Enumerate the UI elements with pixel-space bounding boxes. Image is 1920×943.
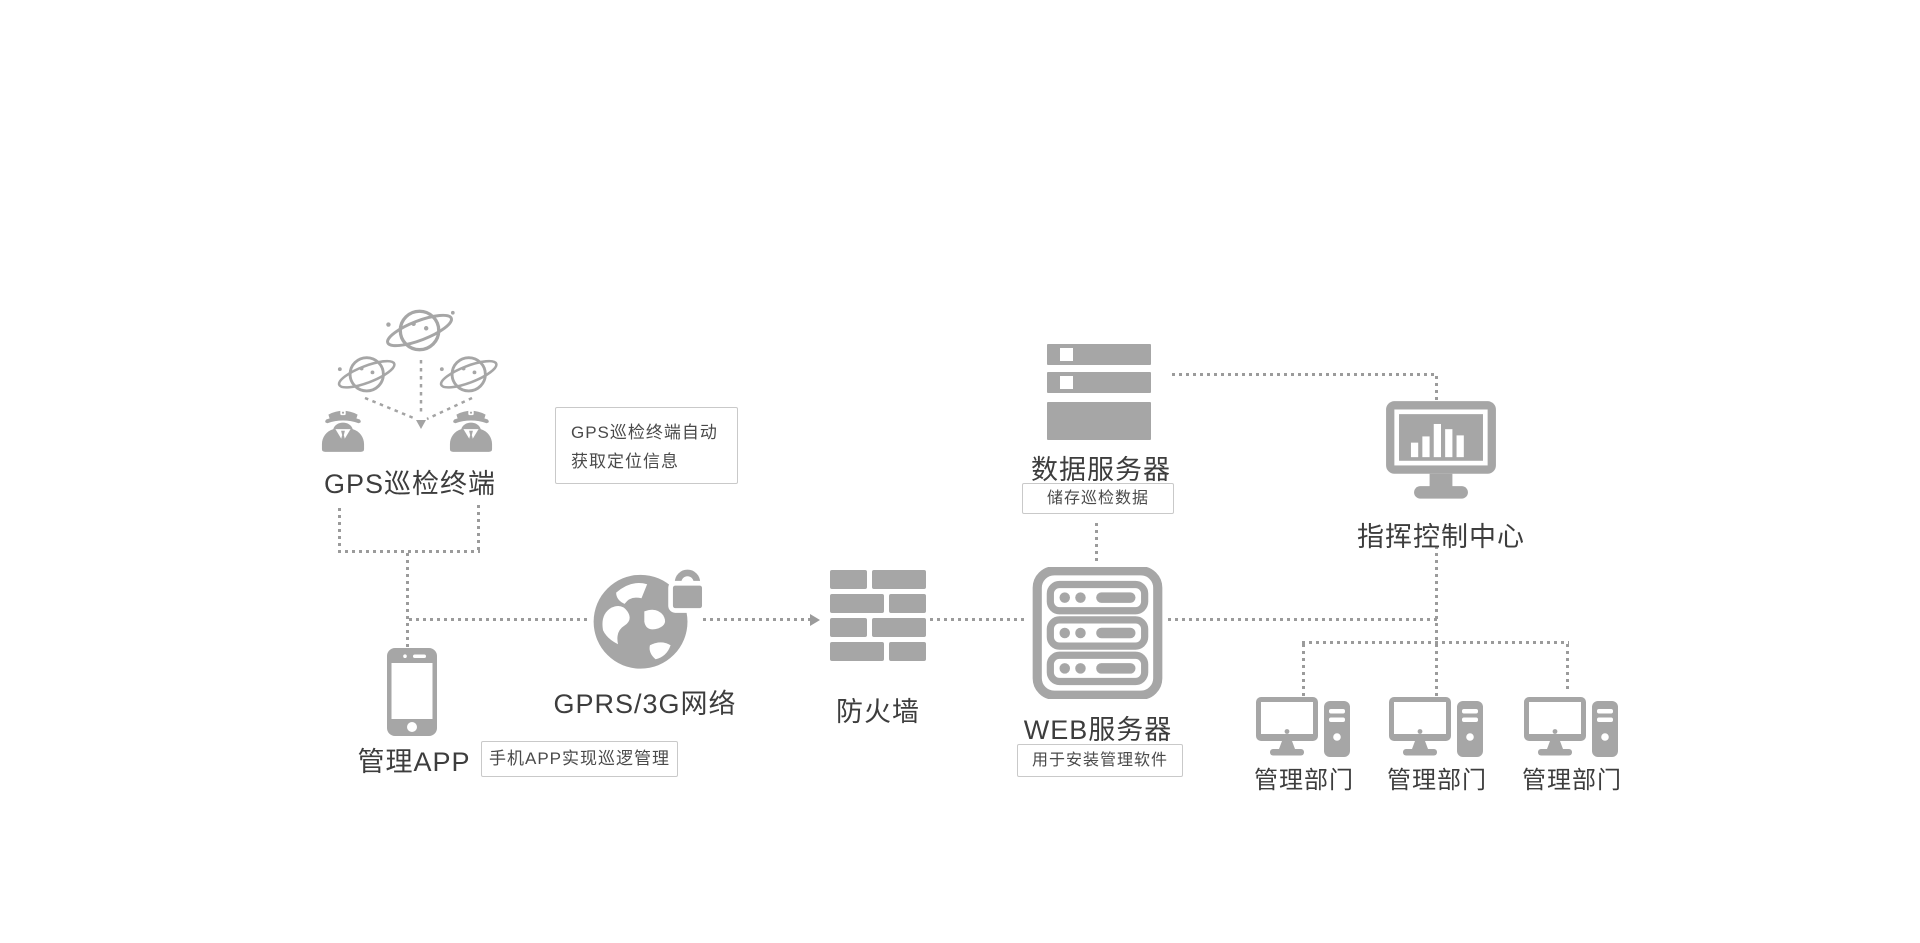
satellite-icon	[386, 309, 455, 352]
secure-globe-lock-icon	[593, 565, 707, 669]
web-server-note-box: 用于安装管理软件	[1017, 744, 1183, 777]
brick-row	[830, 570, 927, 589]
data-server-label: 数据服务器	[1031, 455, 1171, 485]
satellite-signal-lines	[364, 360, 473, 429]
firewall-label: 防火墙	[836, 697, 920, 727]
brick-wall-icon	[830, 570, 927, 661]
connector-terminal-to-app	[406, 553, 409, 648]
server-bay	[1047, 402, 1151, 440]
arrow-down-icon	[416, 420, 426, 429]
connector-department1-drop	[1302, 644, 1305, 698]
desktop-computer-icon	[1389, 697, 1483, 757]
department-label: 管理部门	[1254, 767, 1354, 794]
satellite-icon	[439, 356, 498, 393]
command-center-label: 指挥控制中心	[1357, 522, 1525, 552]
connector-terminal-right	[477, 505, 480, 552]
management-app-label: 管理APP	[357, 747, 471, 777]
police-officer-icon	[321, 410, 365, 452]
server-stack-icon	[1047, 344, 1151, 440]
gps-note-box: GPS巡检终端自动 获取定位信息	[555, 407, 738, 484]
connector-data-to-command	[1172, 373, 1438, 376]
connector-data-to-command-drop	[1435, 376, 1438, 400]
department-label: 管理部门	[1522, 767, 1622, 794]
brick-row	[830, 594, 927, 613]
server-bay	[1047, 372, 1151, 393]
connector-firewall-to-web	[930, 618, 1028, 621]
police-officer-icon	[449, 410, 493, 452]
connector-department3-drop	[1566, 644, 1569, 692]
monitor-bar-chart-icon	[1386, 401, 1496, 499]
gps-terminal-label: GPS巡检终端	[323, 469, 497, 499]
data-server-note-box: 储存巡检数据	[1022, 483, 1174, 514]
desktop-computer-icon	[1524, 697, 1618, 757]
smartphone-icon	[387, 648, 437, 736]
connector-app-to-network	[409, 618, 589, 621]
connector-web-to-departments	[1168, 618, 1437, 621]
gps-note-line1: GPS巡检终端自动	[571, 423, 718, 442]
connector-network-to-firewall	[703, 618, 811, 621]
desktop-computer-icon	[1256, 697, 1350, 757]
gps-note-line2: 获取定位信息	[571, 452, 679, 471]
brick-row	[830, 642, 927, 661]
connector-terminal-bottom	[338, 550, 480, 553]
connector-data-to-web	[1095, 523, 1098, 563]
web-server-label: WEB服务器	[1023, 715, 1173, 745]
brick-row	[830, 618, 927, 637]
server-bay	[1047, 344, 1151, 365]
connector-terminal-left	[338, 508, 341, 552]
department-label: 管理部门	[1387, 767, 1487, 794]
connector-departments-bus	[1302, 641, 1569, 644]
app-note-box: 手机APP实现巡逻管理	[481, 741, 678, 777]
network-label: GPRS/3G网络	[553, 689, 737, 719]
server-rack-outline-icon	[1032, 567, 1163, 699]
satellite-icon	[337, 356, 396, 393]
connector-command-to-departments	[1435, 546, 1438, 697]
arrow-right-icon	[810, 613, 820, 626]
